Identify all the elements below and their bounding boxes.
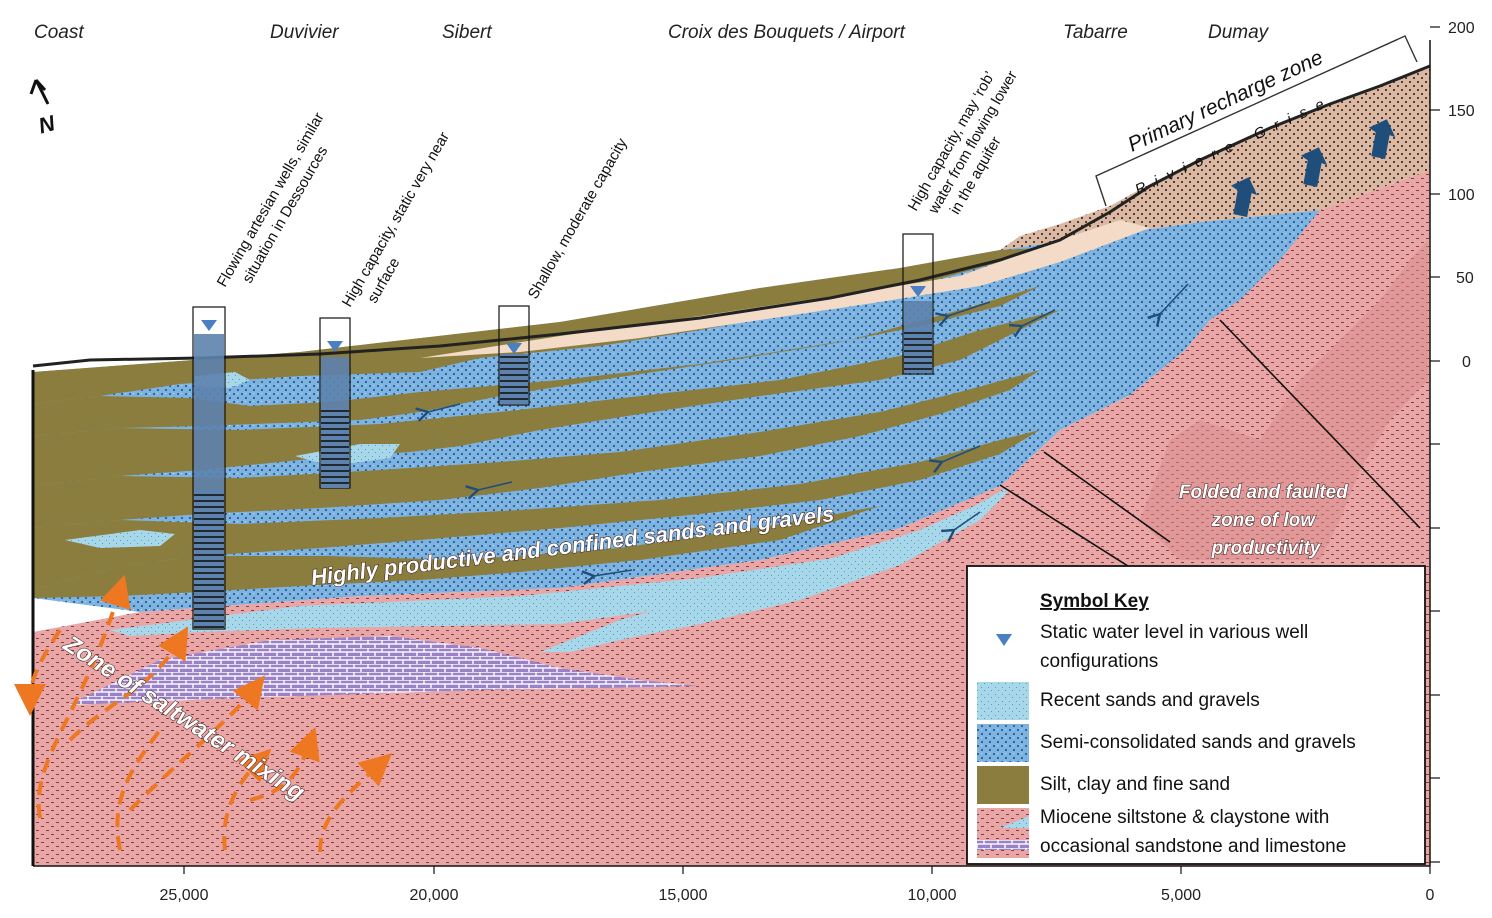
fault-lines xyxy=(999,319,1421,581)
wells xyxy=(192,233,934,630)
recharge-zone-sand xyxy=(1000,68,1430,250)
y-axis-labels: 200 150 100 50 0 xyxy=(1448,20,1475,371)
fault-zone xyxy=(1140,240,1428,560)
well-3-label: Shallow, moderate capacity xyxy=(525,135,631,302)
well-1-label: Flowing artesian wells, similar situatio… xyxy=(214,106,347,300)
locality-coast: Coast xyxy=(34,22,84,43)
legend-item-label: Recent sands and gravels xyxy=(1040,690,1260,711)
recent-sand-lens xyxy=(540,490,1010,652)
well-2 xyxy=(319,317,351,489)
static-water-level-icon xyxy=(327,341,343,352)
static-water-level-icon xyxy=(201,320,217,331)
locality-tabarre: Tabarre xyxy=(1063,22,1128,43)
semi-consolidated-layer xyxy=(33,210,1320,612)
symbol-key-legend: Symbol Key Static water level in various… xyxy=(966,565,1426,865)
x-tick-label: 0 xyxy=(1426,887,1435,904)
well-4-label: High capacity, may ‘rob’ water from flow… xyxy=(905,55,1040,233)
static-water-level-icon xyxy=(910,286,926,297)
locality-labels: Coast Duvivier Sibert Croix des Bouquets… xyxy=(34,22,1270,43)
limestone-lens xyxy=(68,636,698,705)
well-3 xyxy=(498,305,530,406)
silt-tongue xyxy=(33,248,1040,404)
north-arrow-icon: N xyxy=(29,78,59,139)
static-water-level-icon xyxy=(506,343,522,354)
x-tick-label: 15,000 xyxy=(659,887,708,904)
locality-sibert: Sibert xyxy=(442,22,492,43)
locality-duvivier: Duvivier xyxy=(270,22,339,43)
x-tick-label: 25,000 xyxy=(160,887,209,904)
well-2-label: High capacity, static very near surface xyxy=(339,126,473,320)
groundwater-flow-arrows xyxy=(415,283,1189,586)
legend-swatch-semi xyxy=(977,724,1029,762)
y-tick-label: 0 xyxy=(1462,354,1471,371)
y-tick-label: 150 xyxy=(1448,103,1475,120)
y-tick-label: 200 xyxy=(1448,20,1475,37)
y-tick-label: 50 xyxy=(1456,270,1474,287)
saltwater-mixing-arrows xyxy=(14,574,392,853)
legend-item-label: Static water level in various well confi… xyxy=(1040,622,1314,672)
legend-swatch-recent xyxy=(977,682,1029,720)
recent-sand-lens xyxy=(65,530,175,548)
locality-dumay: Dumay xyxy=(1208,22,1270,43)
silt-tongue xyxy=(33,286,1040,436)
legend-swatch-miocene xyxy=(977,808,1029,858)
silt-tongue xyxy=(33,430,1040,590)
silt-tongue xyxy=(33,310,1060,486)
legend-item-label: Silt, clay and fine sand xyxy=(1040,774,1230,795)
y-axis xyxy=(1430,26,1440,863)
folded-zone-label: Folded and faulted zone of low productiv… xyxy=(1179,482,1353,559)
x-tick-label: 20,000 xyxy=(410,887,459,904)
x-axis-labels: 25,000 20,000 15,000 10,000 5,000 0 xyxy=(160,887,1435,904)
silt-tongue xyxy=(33,370,1040,528)
svg-text:N: N xyxy=(36,110,59,139)
silt-tongue xyxy=(33,506,880,598)
recharge-arrows xyxy=(1230,119,1396,218)
well-4 xyxy=(902,233,934,375)
y-tick-label: 100 xyxy=(1448,187,1475,204)
legend-swatch-silt xyxy=(977,766,1029,804)
x-tick-label: 5,000 xyxy=(1161,887,1201,904)
x-axis xyxy=(183,866,1431,874)
x-tick-label: 10,000 xyxy=(908,887,957,904)
well-1 xyxy=(192,306,226,630)
legend-item-label: Semi-consolidated sands and gravels xyxy=(1040,732,1356,753)
static-water-level-icon xyxy=(996,634,1012,646)
locality-croix-des-bouquets: Croix des Bouquets / Airport xyxy=(668,22,906,43)
legend-title: Symbol Key xyxy=(1040,591,1149,612)
legend-item-label: Miocene siltstone & claystone with occas… xyxy=(1040,807,1346,857)
ground-surface-line xyxy=(32,64,1431,368)
